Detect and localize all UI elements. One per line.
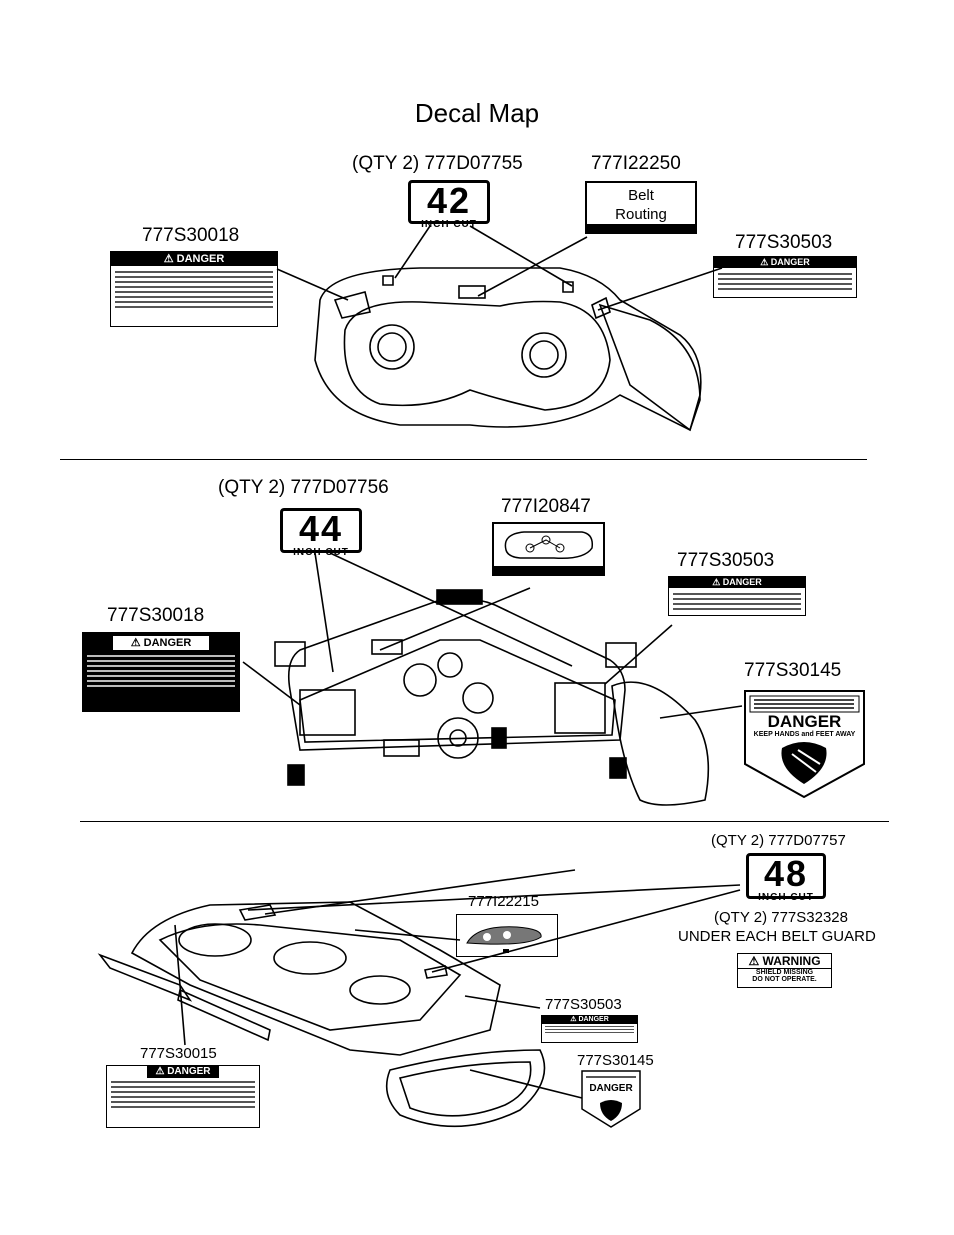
- danger-head: ⚠ DANGER: [111, 252, 277, 266]
- belt-part-label-48: 777I22215: [468, 893, 539, 910]
- warning-head: ⚠ WARNING: [748, 954, 821, 968]
- cut-decal-44: 44 INCH CUT: [280, 508, 362, 558]
- decal-text-lines: [714, 268, 856, 295]
- belt-part-label-42: 777I22250: [591, 153, 681, 174]
- danger-decal-left-48: ⚠ DANGER: [106, 1065, 260, 1128]
- cut-unit: INCH CUT: [758, 892, 814, 903]
- decal-text-lines: [83, 650, 239, 692]
- decal-text-lines: [669, 588, 805, 615]
- belt-text-2: Routing: [615, 206, 667, 223]
- qty-part-label-44: (QTY 2) 777D07756: [218, 477, 389, 498]
- belt-decal-bar: [587, 224, 695, 232]
- danger-decal-right-42: ⚠ DANGER: [713, 256, 857, 298]
- decal-text-lines: [107, 1081, 259, 1108]
- danger-head: ⚠ DANGER: [542, 1016, 637, 1024]
- deck-44-outline: [287, 597, 626, 751]
- decal-text-lines: [542, 1026, 637, 1033]
- qty-part-label-42: (QTY 2) 777D07755: [352, 153, 523, 174]
- danger-decal-left-42: ⚠ DANGER: [110, 251, 278, 327]
- cut-unit: INCH CUT: [293, 547, 349, 558]
- belt-decal-48: [456, 914, 558, 957]
- shield-head: DANGER: [767, 712, 842, 731]
- belt-diagram-icon: [466, 926, 542, 953]
- danger-left-part-label-48: 777S30015: [140, 1045, 217, 1062]
- belt-diagram-icon: [504, 531, 594, 560]
- danger-mid-part-label-48: 777S30503: [545, 996, 622, 1013]
- warning-note-label: UNDER EACH BELT GUARD: [678, 928, 876, 945]
- danger-left-part-label-44: 777S30018: [107, 605, 205, 626]
- shield-part-label-48: 777S30145: [577, 1052, 654, 1069]
- cut-unit: INCH CUT: [421, 219, 477, 230]
- cut-decal-48: 48 INCH CUT: [746, 853, 826, 903]
- belt-diagram-decal-44: [492, 522, 605, 576]
- section-divider-1: [60, 459, 867, 460]
- cut-number: 48: [763, 853, 809, 894]
- deck-42-outline: [314, 267, 702, 432]
- deck-48-outline: [130, 901, 501, 1056]
- danger-head: ⚠ DANGER: [113, 636, 209, 650]
- danger-decal-mid-48: ⚠ DANGER: [541, 1015, 638, 1043]
- warning-qty-label: (QTY 2) 777S32328: [714, 909, 848, 926]
- danger-head: ⚠ DANGER: [714, 257, 856, 268]
- deck-42-inner: [343, 300, 611, 411]
- belt-routing-decal: Belt Routing: [585, 181, 697, 234]
- shield-sub: KEEP HANDS and FEET AWAY: [753, 731, 856, 738]
- cut-decal-42: 42 INCH CUT: [408, 180, 490, 230]
- cut-number: 42: [426, 180, 472, 221]
- warning-line-1: SHIELD MISSING: [738, 968, 831, 976]
- belt-text-1: Belt: [628, 187, 654, 204]
- section-divider-2: [80, 821, 889, 822]
- qty-part-label-48: (QTY 2) 777D07757: [711, 832, 846, 849]
- danger-decal-left-44: ⚠ DANGER: [82, 632, 240, 712]
- decal-text-lines: [111, 266, 277, 313]
- warning-decal: ⚠ WARNING SHIELD MISSING DO NOT OPERATE.: [737, 953, 832, 988]
- page-title: Decal Map: [414, 98, 540, 128]
- danger-decal-right-44: ⚠ DANGER: [668, 576, 806, 616]
- danger-head: ⚠ DANGER: [147, 1066, 219, 1078]
- danger-left-part-label-42: 777S30018: [142, 225, 240, 246]
- shield-danger-decal-48: [581, 1070, 641, 1128]
- danger-right-part-label-42: 777S30503: [735, 232, 833, 253]
- warning-line-2: DO NOT OPERATE.: [752, 976, 817, 983]
- danger-right-part-label-44: 777S30503: [677, 550, 775, 571]
- shield-head: DANGER: [589, 1083, 633, 1094]
- danger-head: ⚠ DANGER: [669, 577, 805, 588]
- shield-danger-decal-44: [744, 690, 865, 799]
- belt-part-label-44: 777I20847: [501, 496, 591, 517]
- cut-number: 44: [298, 508, 344, 549]
- shield-part-label-44: 777S30145: [744, 660, 842, 681]
- belt-decal-bar: [494, 566, 603, 574]
